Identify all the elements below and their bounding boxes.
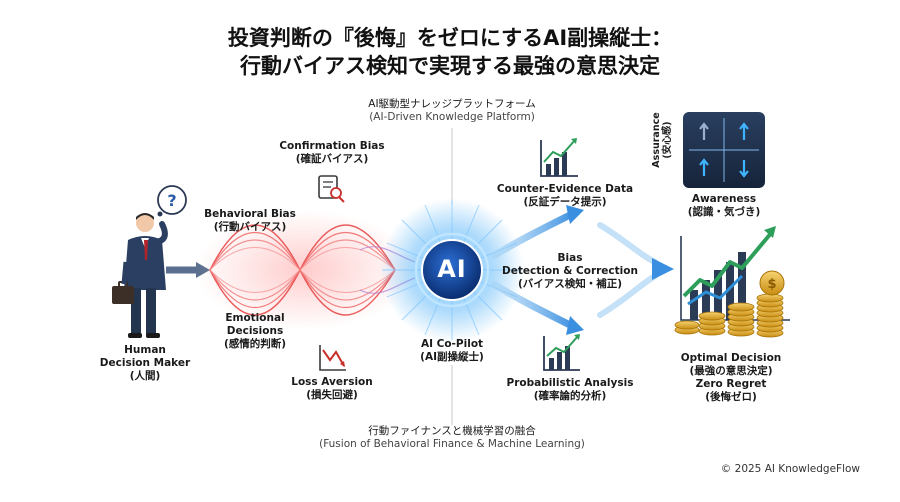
probabilistic-jp: (確率論的分析) <box>533 390 607 402</box>
zero-regret-en: Zero Regret <box>695 378 767 390</box>
platform-label-jp: AI駆動型ナレッジプラットフォーム <box>368 98 536 110</box>
awareness-panel-icon <box>683 112 765 188</box>
ai-copilot-label: AI Co-Pilot (AI副操縦士) <box>402 338 502 364</box>
awareness-jp: (認識・気づき) <box>687 206 761 218</box>
copyright-text: © 2025 AI KnowledgeFlow <box>720 463 860 475</box>
correction-flows <box>491 205 674 335</box>
loss-aversion-jp: (損失回避) <box>306 389 358 401</box>
fusion-label-jp: 行動ファイナンスと機械学習の融合 <box>368 425 536 437</box>
ai-copilot-jp: (AI副操縦士) <box>420 351 484 363</box>
ai-badge: AI <box>437 255 467 283</box>
emotional-decisions-label: Emotional Decisions (感情的判断) <box>210 312 300 351</box>
fusion-label-en: (Fusion of Behavioral Finance & Machine … <box>319 438 585 450</box>
platform-label-en: (AI-Driven Knowledge Platform) <box>369 111 535 123</box>
platform-label: AI駆動型ナレッジプラットフォーム (AI-Driven Knowledge P… <box>302 98 602 124</box>
assurance-label: Assurance (安心感) <box>651 100 673 180</box>
page-title-line1: 投資判断の『後悔』をゼロにするAI副操縦士： <box>227 26 673 50</box>
awareness-en: Awareness <box>691 193 757 205</box>
loss-aversion-en: Loss Aversion <box>291 376 373 388</box>
awareness-label: Awareness (認識・気づき) <box>664 193 784 219</box>
loss-aversion-label: Loss Aversion (損失回避) <box>280 376 384 402</box>
confirmation-bias-jp: (確証バイアス) <box>295 153 369 165</box>
optimal-jp: (最強の意思決定) <box>689 365 773 377</box>
svg-text:?: ? <box>167 191 176 210</box>
counter-evidence-label: Counter-Evidence Data (反証データ提示) <box>495 183 635 209</box>
emotional-jp: (感情的判断) <box>223 338 287 350</box>
document-search-icon <box>318 175 345 203</box>
bias-detection-label: Bias Detection & Correction (バイアス検知・補正) <box>500 252 640 291</box>
counter-evidence-jp: (反証データ提示) <box>523 196 607 208</box>
confirmation-bias-en: Confirmation Bias <box>279 140 385 152</box>
probabilistic-label: Probabilistic Analysis (確率論的分析) <box>495 377 645 403</box>
counter-evidence-en: Counter-Evidence Data <box>496 183 634 195</box>
svg-text:$: $ <box>767 277 776 292</box>
emotional-en1: Emotional <box>225 312 285 324</box>
assurance-jp: (安心感) <box>662 121 673 159</box>
fusion-label: 行動ファイナンスと機械学習の融合 (Fusion of Behavioral F… <box>252 425 652 451</box>
human-label: Human Decision Maker (人間) <box>85 344 205 383</box>
behavioral-bias-label: Behavioral Bias (行動バイアス) <box>200 208 300 234</box>
ai-core <box>380 198 524 342</box>
behavioral-bias-jp: (行動バイアス) <box>213 221 287 233</box>
bias-detection-en2: Detection & Correction <box>502 265 638 277</box>
optimal-decision-label: Optimal Decision (最強の意思決定) Zero Regret (… <box>664 352 798 404</box>
human-label-jp: (人間) <box>129 370 161 382</box>
optimal-en: Optimal Decision <box>680 352 782 364</box>
growth-chart-icon <box>540 138 578 177</box>
growth-coins-icon: $ <box>674 226 790 338</box>
bias-waves <box>195 210 416 330</box>
bias-detection-jp: (バイアス検知・補正) <box>517 278 623 290</box>
human-label-en2: Decision Maker <box>99 357 191 369</box>
ai-copilot-en: AI Co-Pilot <box>420 338 484 350</box>
page-title-line2: 行動バイアス検知で実現する最強の意思決定 <box>240 54 660 78</box>
probabilistic-en: Probabilistic Analysis <box>506 377 634 389</box>
loss-chart-icon <box>319 345 346 371</box>
analysis-chart-icon <box>543 334 580 371</box>
confirmation-bias-label: Confirmation Bias (確証バイアス) <box>272 140 392 166</box>
human-label-en1: Human <box>124 344 166 356</box>
assurance-en: Assurance <box>651 112 662 168</box>
human-figure: ? <box>112 185 187 338</box>
zero-regret-jp: (後悔ゼロ) <box>705 391 757 403</box>
emotional-en2: Decisions <box>226 325 284 337</box>
bias-detection-en1: Bias <box>557 252 583 264</box>
behavioral-bias-en: Behavioral Bias <box>204 208 296 220</box>
